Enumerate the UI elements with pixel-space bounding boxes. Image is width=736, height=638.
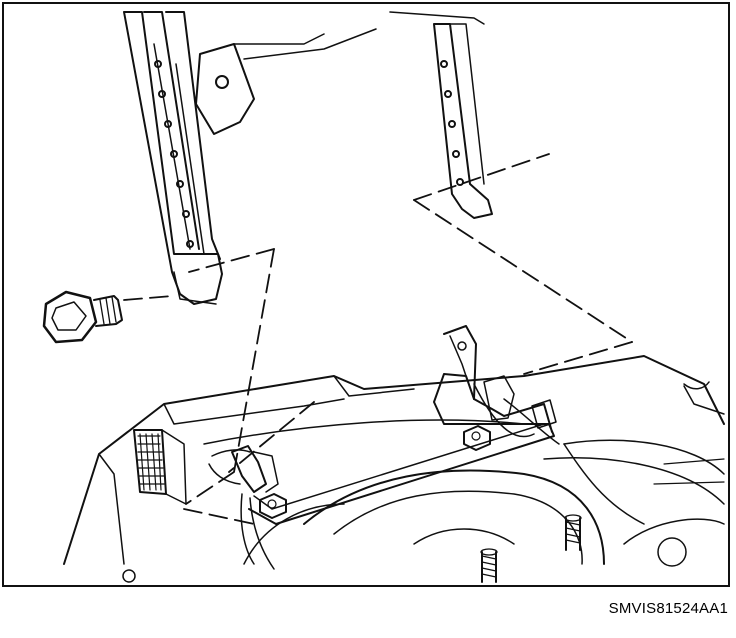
seat-frame-bracket-left: [123, 11, 377, 305]
nut-icon: [259, 425, 491, 519]
hatched-block: [133, 429, 187, 505]
diagram-illustration: [42, 11, 725, 583]
figure-code: SMVIS81524AA1: [608, 600, 728, 617]
bolt-icon: [42, 290, 123, 344]
guide-lines: [123, 153, 633, 525]
floor-panel: [63, 355, 725, 583]
seat-mounting-bracket: [231, 325, 557, 525]
wiring-harness: [208, 383, 645, 570]
stud-icon: [480, 514, 582, 583]
diagram-frame: [2, 2, 730, 587]
seat-frame-bracket-right: [389, 11, 493, 219]
